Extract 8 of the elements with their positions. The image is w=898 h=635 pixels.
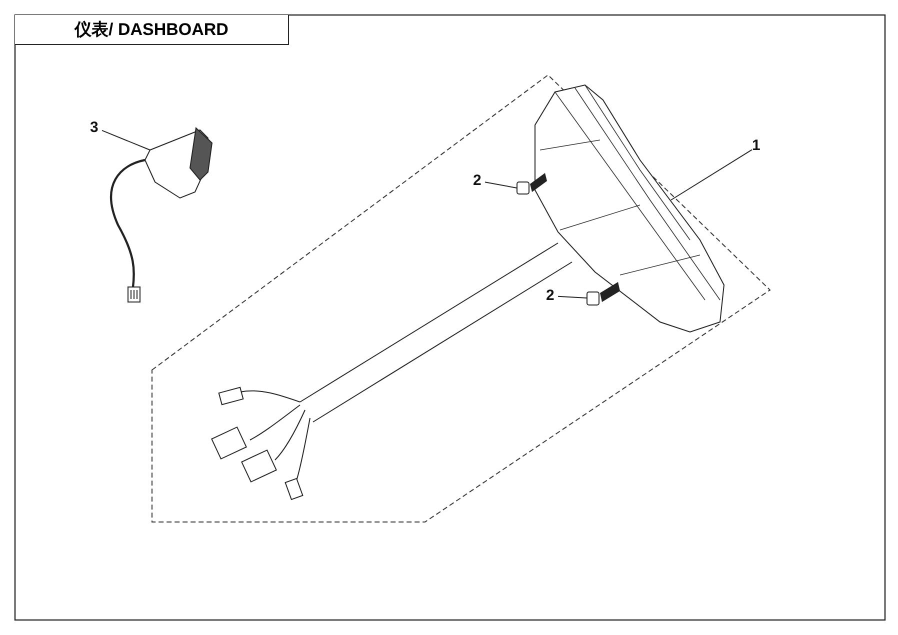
callout-number: 2 [473, 173, 482, 189]
leader-line [670, 149, 752, 200]
callout-number: 2 [546, 288, 554, 304]
leader-line [102, 130, 150, 150]
title: 仪表/ DASHBOARD [74, 19, 228, 41]
callout-number: 1 [752, 138, 760, 154]
screw-drawing [584, 280, 622, 308]
callout-number: 3 [90, 120, 98, 136]
